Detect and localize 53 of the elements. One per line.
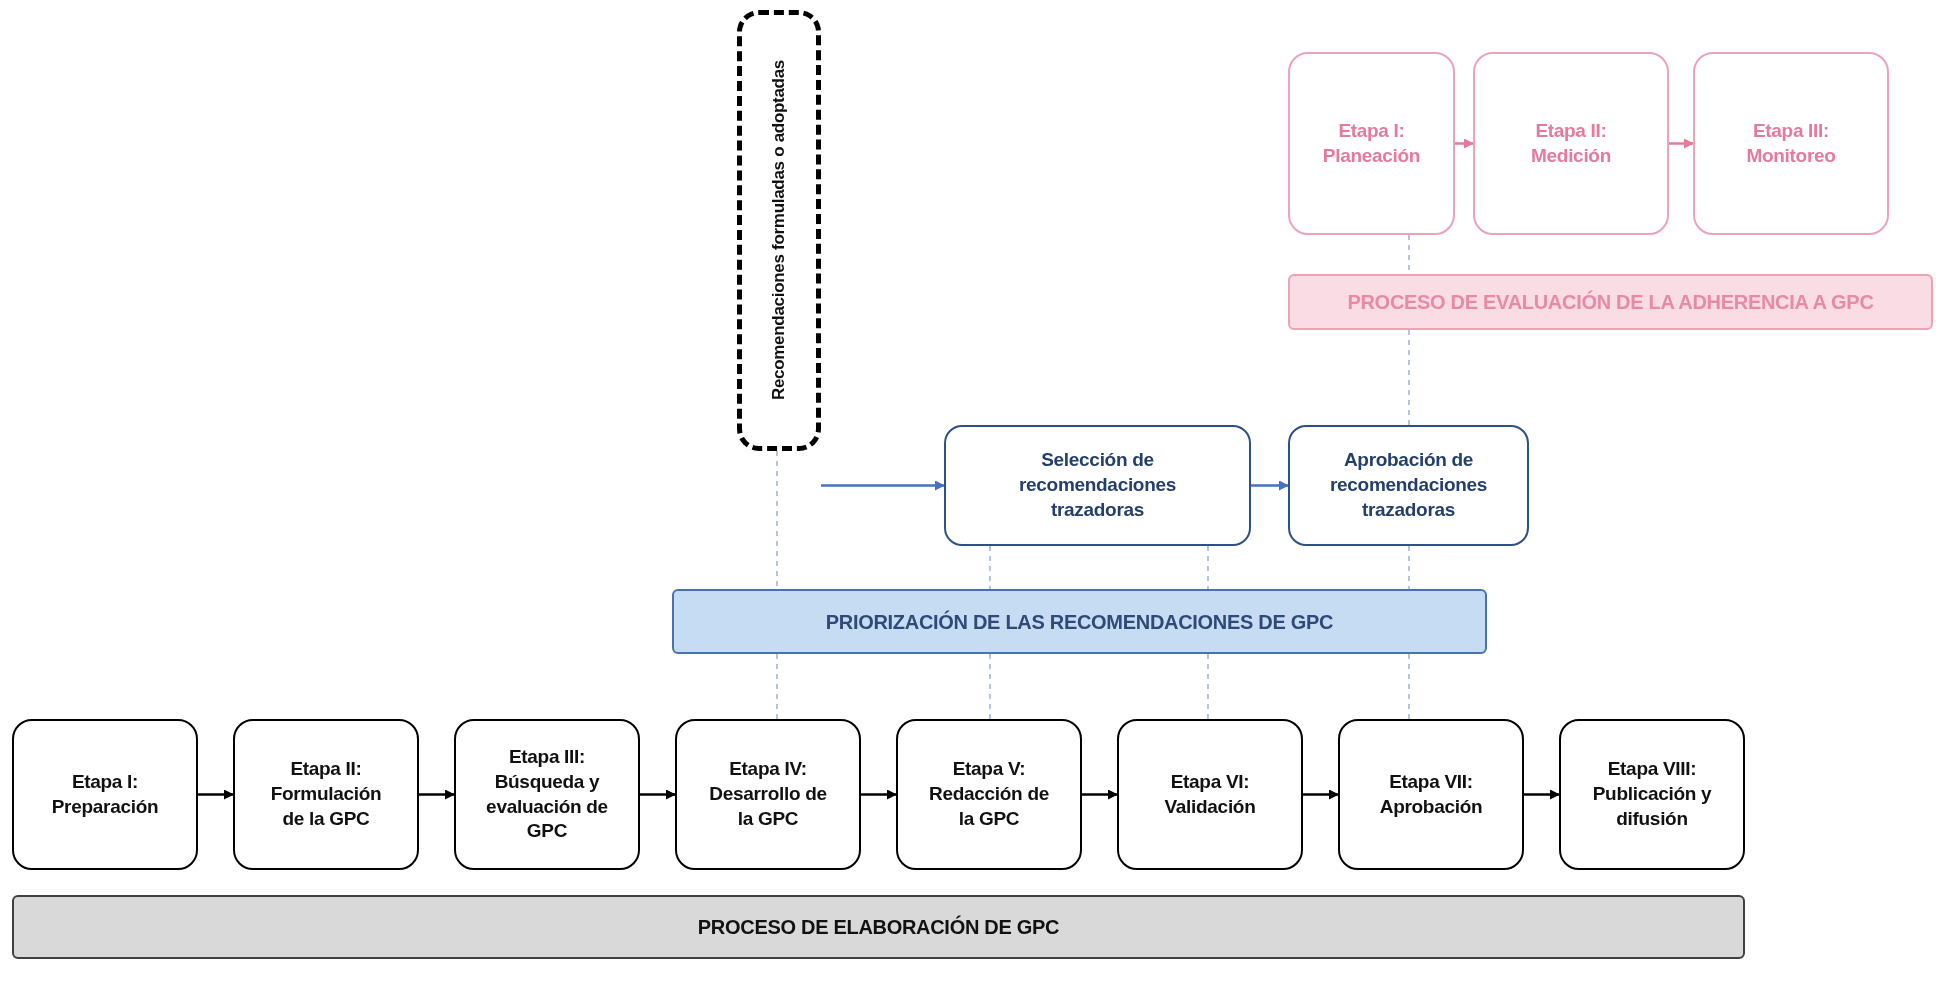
stage-box [896, 719, 1082, 870]
arrow [1251, 480, 1289, 491]
stage-box [233, 719, 419, 870]
band-title: PRIORIZACIÓN DE LAS RECOMENDACIONES DE GPC [824, 609, 1335, 635]
arrow [1524, 789, 1560, 800]
band-title: PROCESO DE ELABORACIÓN DE GPC [696, 914, 1061, 940]
node-label: Etapa V: Redacción de la GPC [928, 757, 1050, 831]
process-box [1288, 425, 1529, 546]
arrow [419, 789, 455, 800]
stage-box [1338, 719, 1524, 870]
process-band [1288, 274, 1933, 330]
arrow [1455, 138, 1474, 149]
stage-box [1559, 719, 1745, 870]
node-label: Etapa II: Medición [1530, 118, 1612, 168]
node-label: Recomendaciones formuladas o adoptadas [767, 60, 789, 401]
process-box [944, 425, 1251, 546]
node-label: Etapa II: Formulación de la GPC [269, 757, 383, 831]
arrow [1082, 789, 1118, 800]
node-label: Etapa VI: Validación [1163, 769, 1257, 819]
node-label: Etapa III: Búsqueda y evaluación de GPC [485, 745, 609, 844]
node-label: Etapa IV: Desarrollo de la GPC [708, 757, 828, 831]
arrow [821, 480, 945, 491]
dashed-connector [776, 653, 778, 720]
dashed-connector [989, 545, 991, 590]
band-title: PROCESO DE EVALUACIÓN DE LA ADHERENCIA A GPC [1346, 289, 1875, 315]
dashed-connector [1207, 653, 1209, 720]
arrow [198, 789, 234, 800]
dashed-connector [989, 653, 991, 720]
node-label: Etapa VII: Aprobación [1378, 769, 1484, 819]
node-label: Etapa I: Planeación [1321, 118, 1422, 168]
stage-box [1693, 52, 1889, 235]
arrow [1303, 789, 1339, 800]
node-label: Etapa III: Monitoreo [1745, 118, 1837, 168]
process-band [12, 895, 1745, 959]
dashed-connector [1408, 545, 1410, 590]
stage-box [454, 719, 640, 870]
arrow [861, 789, 897, 800]
arrow [1669, 138, 1694, 149]
stage-box [1117, 719, 1303, 870]
stage-box [1473, 52, 1669, 235]
process-band [672, 589, 1487, 654]
dashed-connector [1408, 653, 1410, 720]
stage-box [1288, 52, 1455, 235]
arrow [640, 789, 676, 800]
node-label: Etapa VIII: Publicación y difusión [1591, 757, 1713, 831]
stage-box [675, 719, 861, 870]
dashed-box [737, 10, 821, 451]
node-label: Selección de recomendaciones trazadoras [1017, 448, 1178, 522]
dashed-connector [1408, 329, 1410, 426]
dashed-connector [1207, 545, 1209, 590]
stage-box [12, 719, 198, 870]
node-label: Aprobación de recomendaciones trazadoras [1328, 448, 1489, 522]
node-label: Etapa I: Preparación [50, 769, 160, 819]
